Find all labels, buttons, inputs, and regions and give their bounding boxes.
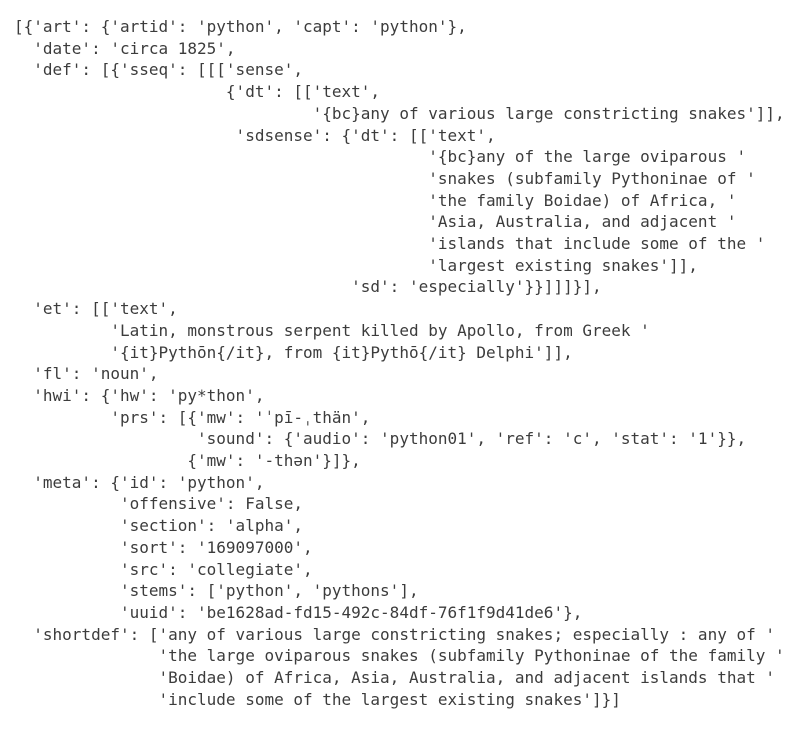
code-line: 'meta': {'id': 'python', <box>14 472 265 492</box>
code-line: {'dt': [['text', <box>14 82 381 102</box>
code-line: [{'art': {'artid': 'python', 'capt': 'py… <box>14 17 467 36</box>
code-line: 'src': 'collegiate', <box>14 559 313 579</box>
code-line: 'the family Boidae) of Africa, ' <box>14 190 737 210</box>
code-line: 'stems': ['python', 'pythons'], <box>14 581 419 601</box>
code-line: '{it}Pythōn{/it}, from {it}Pythō{/it} De… <box>14 342 573 362</box>
code-line: 'snakes (subfamily Pythoninae of ' <box>14 168 756 188</box>
code-line: {'mw': '-thən'}]}, <box>14 451 361 471</box>
code-line: 'prs': [{'mw': 'ˈpī-ˌthän', <box>14 407 371 427</box>
code-line: 'Latin, monstrous serpent killed by Apol… <box>14 320 650 340</box>
code-line: 'shortdef': ['any of various large const… <box>14 624 775 644</box>
code-line: 'sound': {'audio': 'python01', 'ref': 'c… <box>14 429 747 449</box>
code-line: 'Asia, Australia, and adjacent ' <box>14 212 737 232</box>
code-line: 'uuid': 'be1628ad-fd15-492c-84df-76f1f9d… <box>14 602 583 622</box>
code-line: 'largest existing snakes']], <box>14 255 698 275</box>
code-line: 'include some of the largest existing sn… <box>14 689 621 709</box>
code-line: 'the large oviparous snakes (subfamily P… <box>14 646 785 666</box>
code-line: 'fl': 'noun', <box>14 364 159 384</box>
code-line: 'date': 'circa 1825', <box>14 38 236 58</box>
code-line: 'islands that include some of the ' <box>14 234 766 254</box>
code-line: '{bc}any of the large oviparous ' <box>14 147 747 167</box>
code-line: 'Boidae) of Africa, Asia, Australia, and… <box>14 668 775 688</box>
code-line: 'def': [{'sseq': [[['sense', <box>14 60 303 80</box>
code-line: 'section': 'alpha', <box>14 516 303 536</box>
code-line: 'sdsense': {'dt': [['text', <box>14 125 496 145</box>
code-line: '{bc}any of various large constricting s… <box>14 103 785 123</box>
code-line: 'hwi': {'hw': 'py*thon', <box>14 385 265 405</box>
code-line: 'et': [['text', <box>14 299 178 319</box>
pprint-dict-output: [{'art': {'artid': 'python', 'capt': 'py… <box>14 16 810 711</box>
code-line: 'sd': 'especially'}}]]]}], <box>14 277 602 297</box>
code-line: 'offensive': False, <box>14 494 303 514</box>
code-line: 'sort': '169097000', <box>14 537 313 557</box>
